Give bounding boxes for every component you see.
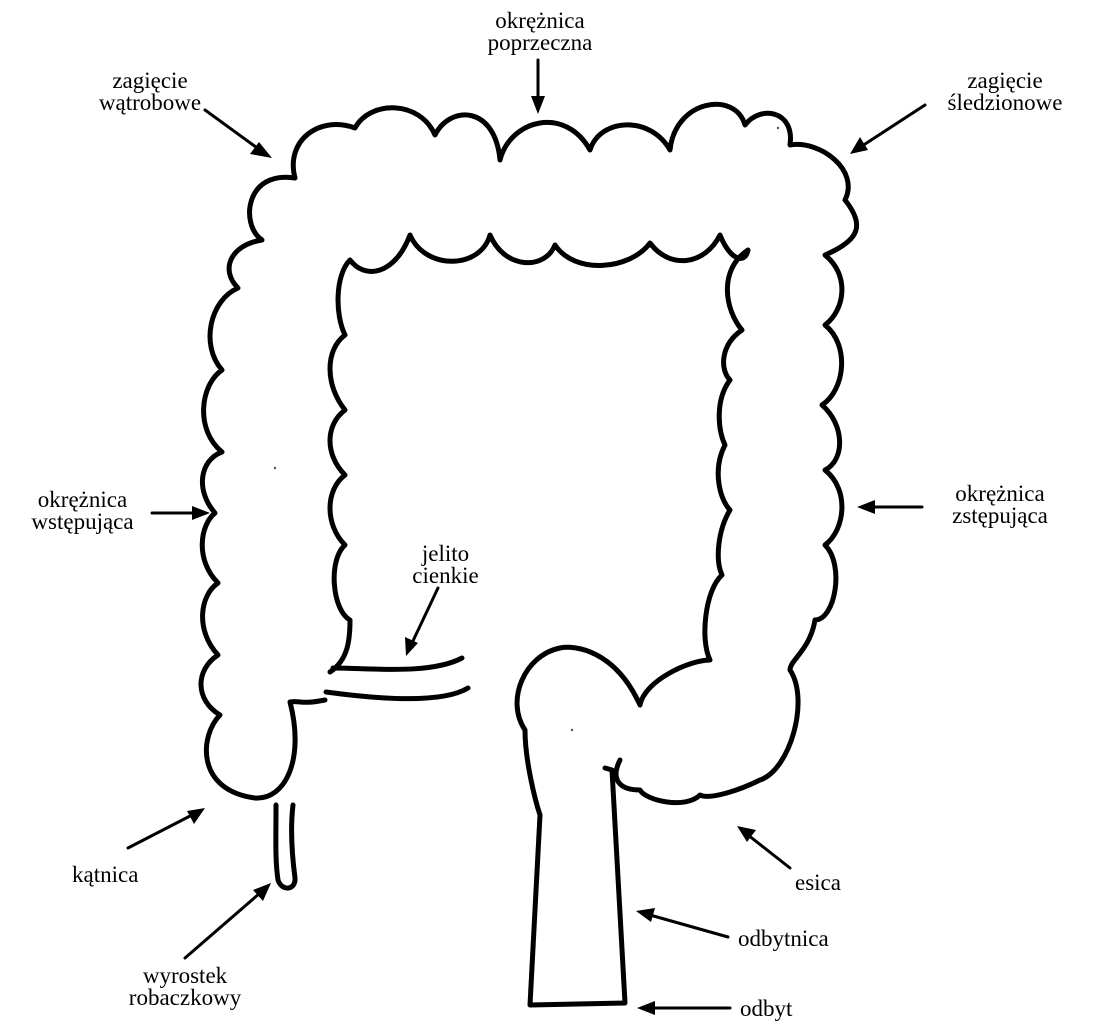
appendix-outline bbox=[276, 805, 295, 888]
speckle bbox=[777, 127, 779, 129]
label-transverse-colon: okrężnica poprzeczna bbox=[475, 10, 605, 54]
speckle bbox=[571, 729, 573, 731]
colon-inner-outline bbox=[330, 235, 748, 815]
rectum-outline bbox=[530, 768, 625, 1005]
transverse-colon-arrow bbox=[531, 60, 545, 114]
small-intestine-arrow bbox=[405, 588, 438, 656]
sigmoid-colon-arrow bbox=[737, 826, 790, 868]
appendix-arrow bbox=[185, 883, 271, 958]
label-rectum: odbytnica bbox=[738, 928, 829, 950]
label-ascending-colon: okrężnica wstępująca bbox=[5, 489, 160, 533]
splenic-flexure-arrow bbox=[850, 105, 925, 154]
hepatic-flexure-arrow bbox=[205, 110, 272, 158]
descending-colon-arrow bbox=[857, 500, 922, 514]
speckle bbox=[274, 467, 276, 469]
label-anus: odbyt bbox=[740, 998, 792, 1020]
colon-outer-outline bbox=[201, 104, 857, 802]
rectum-arrow bbox=[636, 908, 728, 937]
label-descending-colon: okrężnica zstępująca bbox=[925, 483, 1075, 527]
label-small-intestine: jelito cienkie bbox=[398, 543, 493, 587]
label-hepatic-flexure: zagięcie wątrobowe bbox=[90, 70, 210, 114]
ascending-colon-arrow bbox=[152, 506, 210, 520]
label-splenic-flexure: zagięcie śledzionowe bbox=[925, 70, 1085, 114]
small-intestine-lower bbox=[326, 688, 468, 699]
label-sigmoid-colon: esica bbox=[795, 872, 841, 894]
label-cecum: kątnica bbox=[72, 864, 138, 886]
label-appendix: wyrostek robaczkowy bbox=[100, 965, 270, 1009]
small-intestine-upper bbox=[333, 658, 462, 669]
cecum-arrow bbox=[128, 808, 205, 848]
anus-arrow bbox=[637, 1001, 730, 1015]
